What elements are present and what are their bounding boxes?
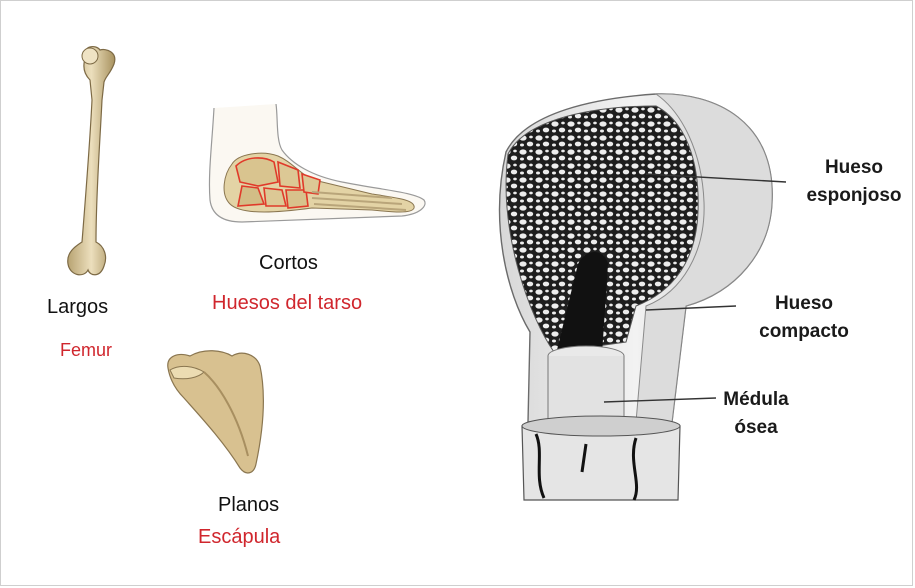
- compact-bone-label-line2: compacto: [744, 318, 864, 346]
- flat-bone-label: Planos: [218, 494, 279, 517]
- spongy-bone-label-line1: Hueso: [798, 154, 910, 182]
- short-bone-example: Huesos del tarso: [212, 292, 362, 315]
- spongy-bone-label: Hueso esponjoso: [798, 154, 910, 210]
- short-bone-label: Cortos: [259, 252, 318, 275]
- bone-marrow-label: Médula ósea: [706, 386, 806, 442]
- bone-marrow-label-line1: Médula: [706, 386, 806, 414]
- bone-cross-section-icon: [486, 92, 786, 512]
- bone-marrow-label-line2: ósea: [706, 414, 806, 442]
- long-bone-example: Femur: [60, 340, 112, 361]
- spongy-bone-label-line2: esponjoso: [798, 182, 910, 210]
- flat-bone-example: Escápula: [198, 526, 280, 549]
- foot-bones-icon: [202, 104, 432, 234]
- femur-icon: [60, 42, 130, 282]
- compact-bone-label-line1: Hueso: [744, 290, 864, 318]
- scapula-icon: [160, 346, 270, 476]
- compact-bone-label: Hueso compacto: [744, 290, 864, 346]
- long-bone-label: Largos: [47, 296, 108, 319]
